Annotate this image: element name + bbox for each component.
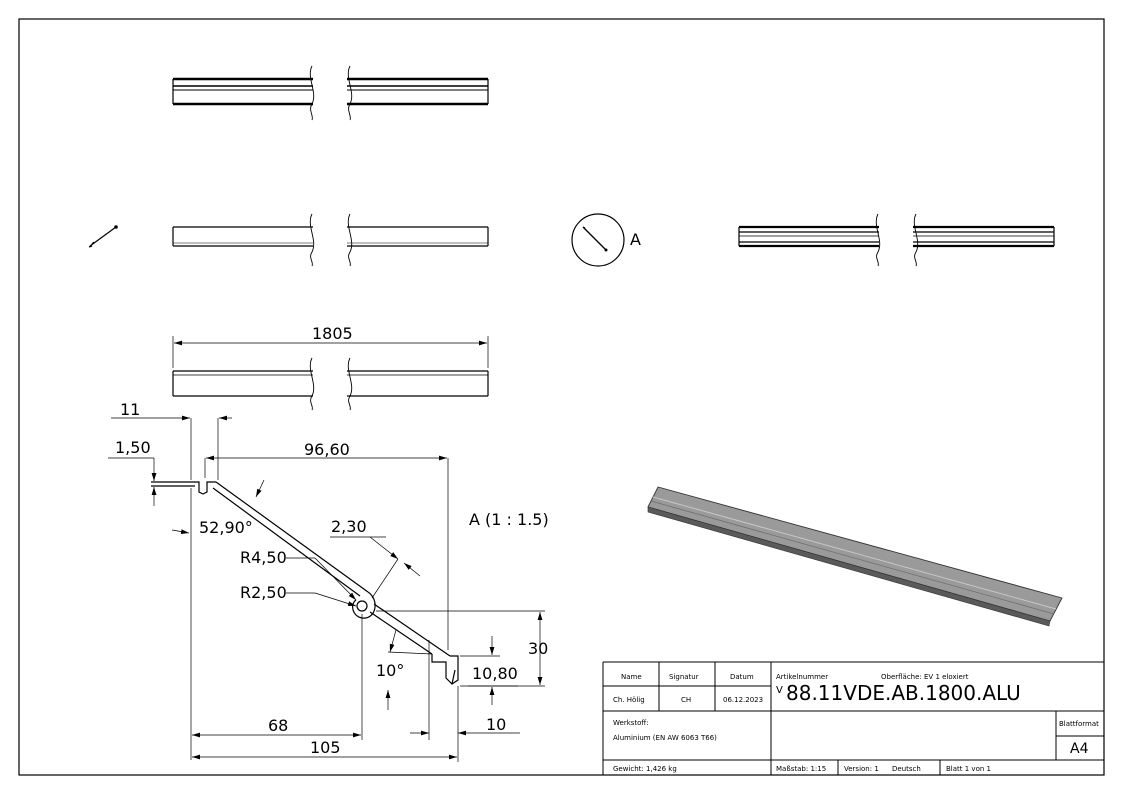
tb-massstab: Maßstab: 1:15 xyxy=(776,765,826,773)
bottom-view xyxy=(172,336,489,411)
dim-r4-50: R4,50 xyxy=(240,548,287,567)
detail-circle-a: A xyxy=(571,213,641,267)
tb-blatt: Blatt 1 von 1 xyxy=(946,765,991,773)
dim-10-80: 10,80 xyxy=(472,664,518,683)
detail-a-profile xyxy=(151,481,459,685)
tb-signatur-value: CH xyxy=(681,696,691,704)
tb-artikel-number: 88.11VDE.AB.1800.ALU xyxy=(786,681,1021,705)
dim-angle-52-90: 52,90° xyxy=(199,518,253,537)
tb-oberflaeche: Oberfläche: EV 1 eloxiert xyxy=(881,673,969,681)
top-view xyxy=(172,65,489,121)
dim-30: 30 xyxy=(528,639,548,658)
isometric-view xyxy=(647,486,1063,627)
tb-werkstoff-label: Werkstoff: xyxy=(613,719,649,727)
tb-sprache: Deutsch xyxy=(892,765,921,773)
dim-1-50: 1,50 xyxy=(115,438,151,457)
length-dimension-label: 1805 xyxy=(312,324,353,343)
left-profile-view xyxy=(88,225,118,248)
tb-artikel-label: Artikelnummer xyxy=(776,673,828,681)
tb-version: Version: 1 xyxy=(844,765,879,773)
dim-2-30: 2,30 xyxy=(331,517,367,536)
tb-werkstoff-value: Aluminium (EN AW 6063 T66) xyxy=(613,734,717,742)
tb-datum-label: Datum xyxy=(730,673,754,681)
dim-68: 68 xyxy=(268,716,288,735)
tb-gewicht: Gewicht: 1,426 kg xyxy=(613,765,677,773)
dim-11: 11 xyxy=(120,400,140,419)
dim-96-60: 96,60 xyxy=(304,440,350,459)
title-block xyxy=(602,661,1104,775)
detail-ref-label: A xyxy=(630,230,641,249)
front-view xyxy=(172,213,489,267)
dim-10: 10 xyxy=(486,715,506,734)
tb-blattformat-label: Blattformat xyxy=(1059,720,1099,728)
detail-a-dimensions xyxy=(108,415,545,762)
tb-name-label: Name xyxy=(621,673,642,681)
detail-title: A (1 : 1.5) xyxy=(469,510,549,529)
tb-datum-value: 06.12.2023 xyxy=(723,696,763,704)
dim-105: 105 xyxy=(310,738,341,757)
tb-name-value: Ch. Hölig xyxy=(613,696,645,704)
tb-blattformat-value: A4 xyxy=(1070,741,1089,757)
side-view-right xyxy=(738,213,1055,267)
tb-signatur-label: Signatur xyxy=(669,673,699,681)
tb-artikel-prefix: V xyxy=(776,685,783,696)
dim-r2-50: R2,50 xyxy=(240,583,287,602)
sheet-border xyxy=(18,18,1105,776)
dim-angle-10: 10° xyxy=(376,661,404,680)
